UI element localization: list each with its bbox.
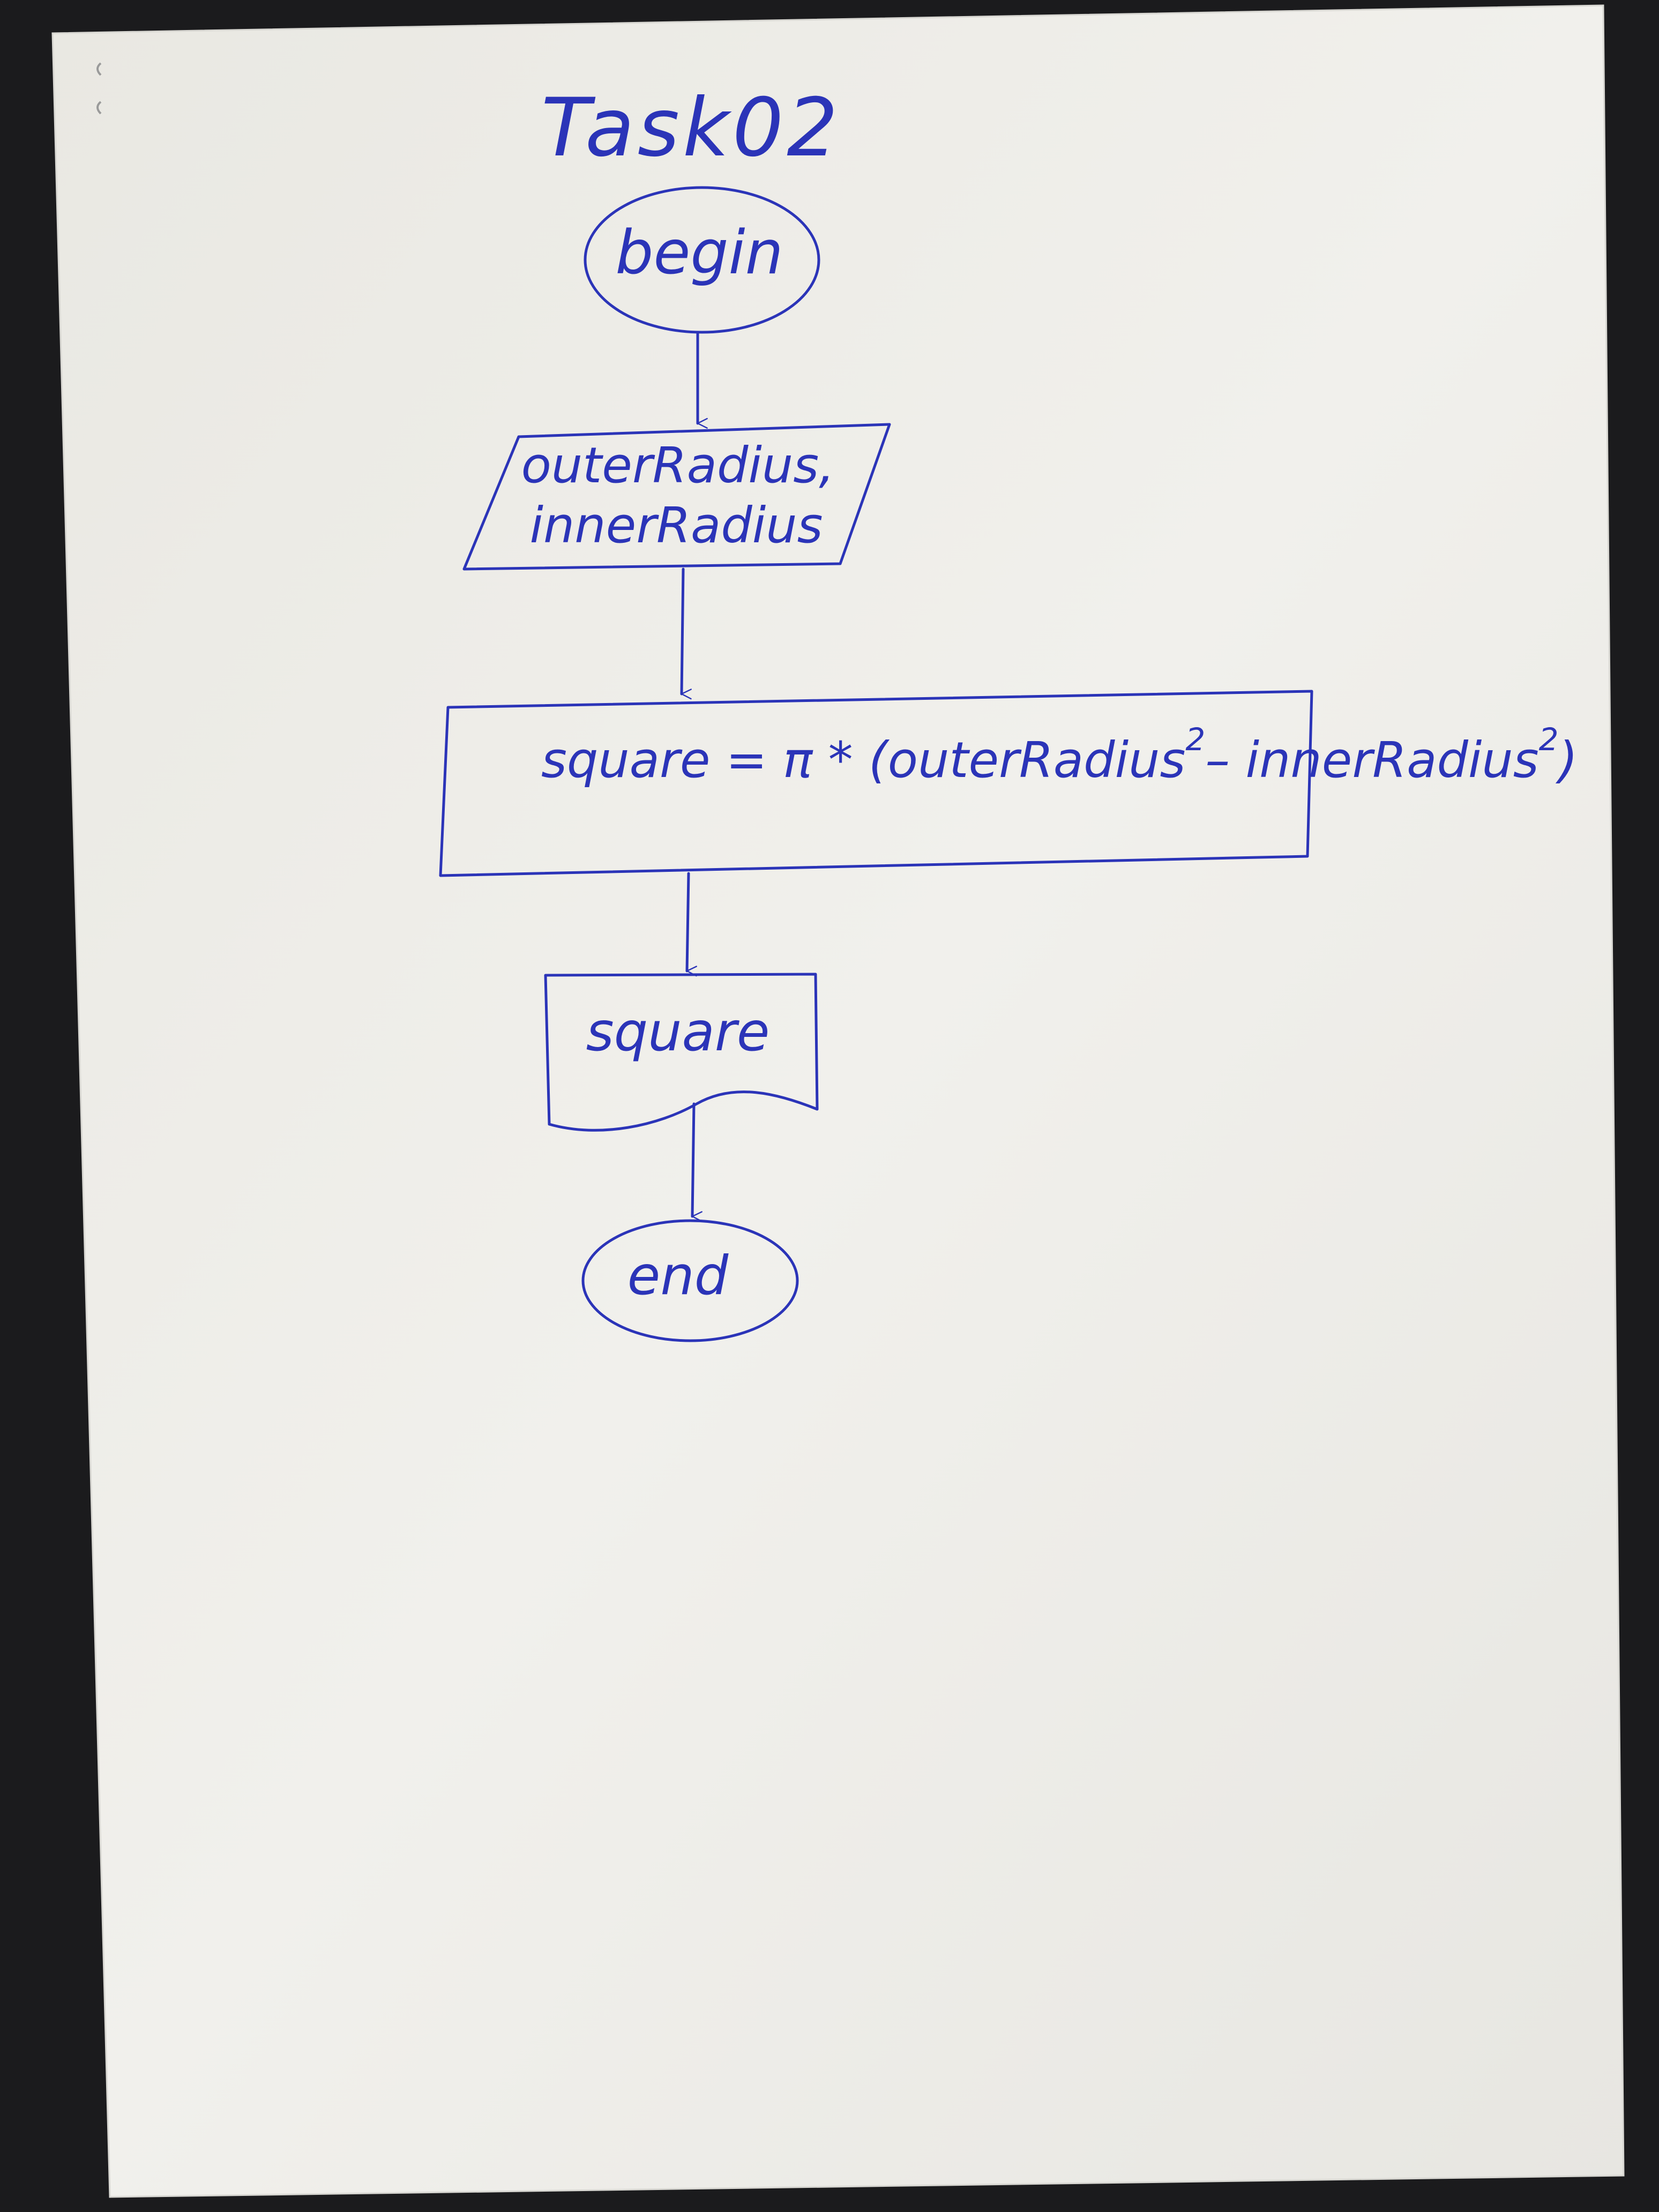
paper-sheet (51, 4, 1625, 2198)
process-exponent-2: 2 (1539, 721, 1559, 758)
process-exponent-1: 2 (1185, 721, 1205, 758)
process-formula-mid: – innerRadius (1205, 731, 1538, 789)
process-formula: square = π * (outerRadius2– innerRadius2… (541, 721, 1578, 789)
output-label: square (586, 1000, 770, 1063)
end-terminator (581, 1219, 799, 1342)
staple-marks (96, 62, 102, 115)
flow-arrow-3 (685, 872, 689, 971)
flow-arrow-2 (680, 567, 683, 694)
end-label: end (627, 1244, 729, 1307)
output-document (544, 973, 819, 1132)
flow-arrow-4 (691, 1102, 694, 1216)
input-line-1: outerRadius, (521, 437, 835, 494)
process-rectangle (439, 690, 1313, 877)
start-terminator (584, 186, 820, 334)
page-title: Task02 (541, 81, 841, 175)
start-label: begin (615, 218, 783, 288)
input-line-2: innerRadius (529, 497, 823, 554)
process-formula-lhs: square = π * (outerRadius (541, 731, 1185, 789)
input-parallelogram (462, 423, 891, 571)
process-formula-rhs: ) (1556, 731, 1578, 789)
